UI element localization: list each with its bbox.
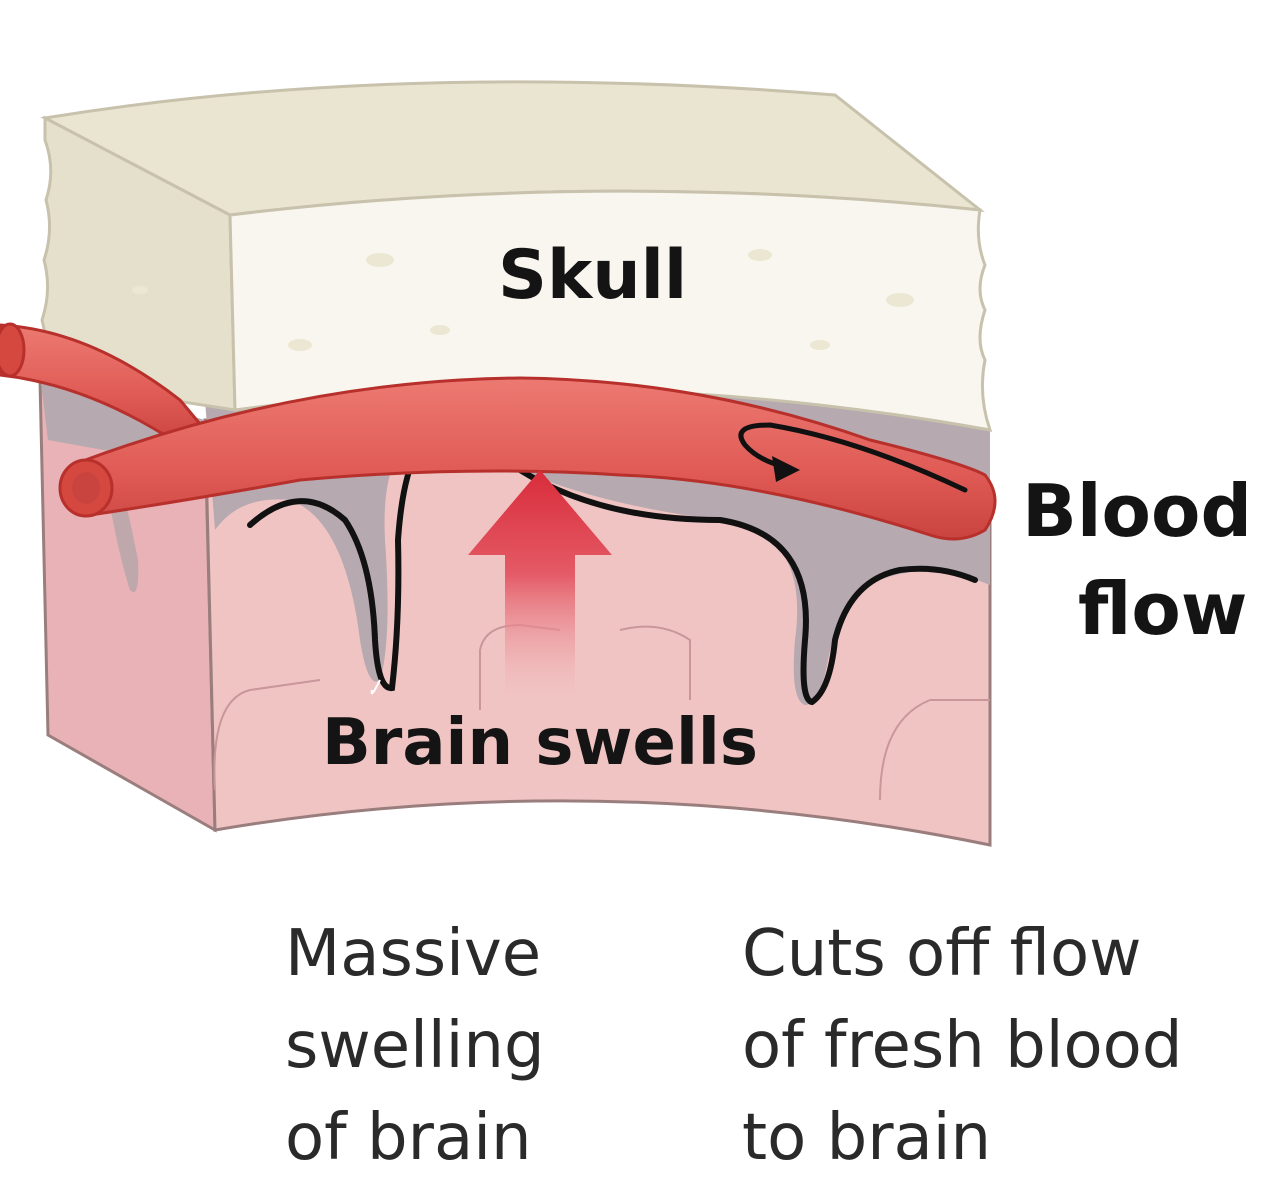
brain-swelling-diagram: Skull Blood flow Brain swells: [0, 80, 1252, 847]
skull-block: [38, 80, 993, 432]
blood-vessel: [0, 322, 997, 541]
caption-left-line: swelling: [285, 1009, 545, 1083]
brain-swells-label: Brain swells: [322, 706, 758, 780]
caption-left-line: of brain: [285, 1101, 532, 1175]
blood-flow-label-line1: Blood: [1022, 469, 1252, 553]
brain-side-fold: [110, 500, 139, 592]
caption-left-line: Massive: [285, 917, 542, 991]
caption-right-line: of fresh blood: [742, 1009, 1183, 1083]
brain-fold-line: [213, 679, 321, 791]
caption-right-line: to brain: [742, 1101, 992, 1175]
brain-fold-line: [879, 699, 990, 801]
blood-flow-label-line2: flow: [1078, 567, 1247, 651]
caption-right: Cuts off flow of fresh blood to brain: [742, 908, 1182, 1184]
skull-label: Skull: [498, 236, 687, 315]
up-arrow-icon: [468, 470, 612, 700]
curved-flow-arrow-icon: [738, 422, 968, 493]
caption-left: Massive swelling of brain: [285, 908, 545, 1184]
brain-fold-line: [619, 625, 691, 700]
caption-right-line: Cuts off flow: [742, 917, 1142, 991]
